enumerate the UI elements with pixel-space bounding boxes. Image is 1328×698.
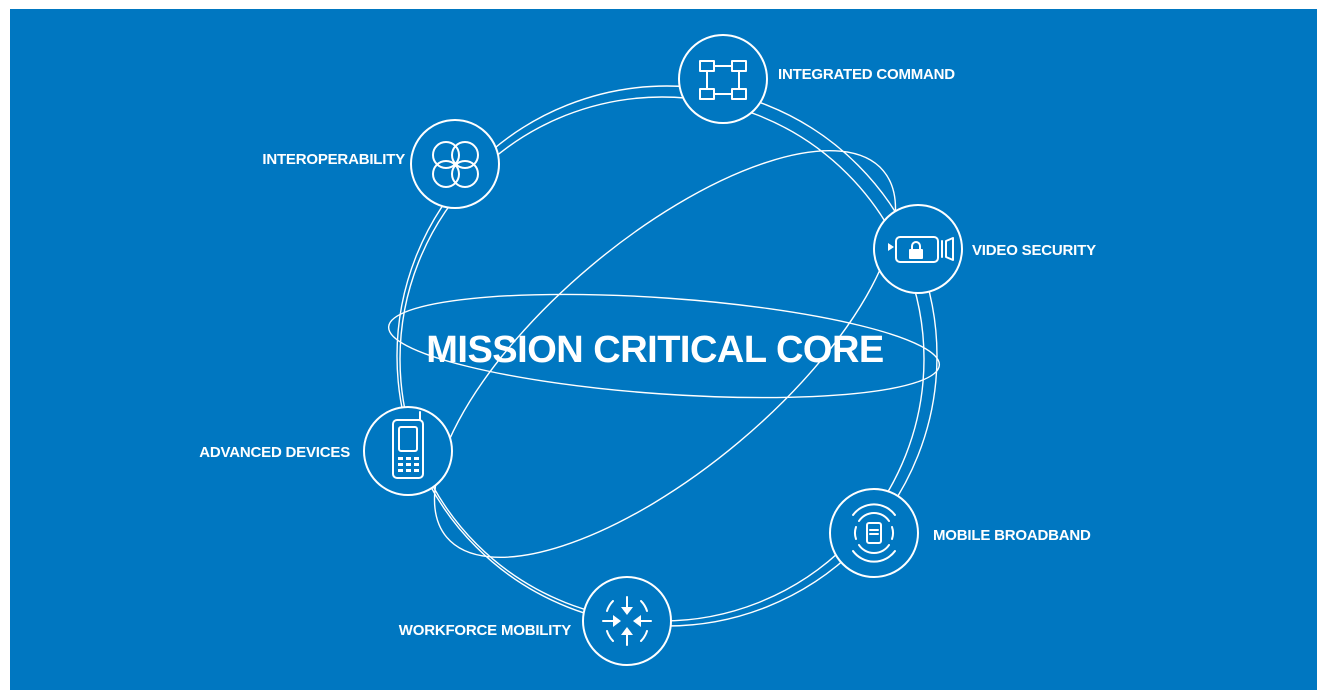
node-advanced-devices: ADVANCED DEVICES: [199, 406, 453, 496]
node-label-advanced-devices: ADVANCED DEVICES: [199, 444, 350, 461]
node-label-video-security: VIDEO SECURITY: [972, 242, 1096, 259]
node-circle: [582, 576, 672, 666]
diagram-panel: MISSION CRITICAL CORE INTEGRATED COMMAND: [10, 9, 1317, 690]
node-video-security: VIDEO SECURITY: [873, 204, 1096, 294]
node-label-interoperability: INTEROPERABILITY: [262, 151, 405, 168]
converging-arrows-icon: [602, 596, 652, 646]
center-label: MISSION CRITICAL CORE: [426, 329, 884, 371]
node-workforce-mobility: WORKFORCE MOBILITY: [399, 576, 672, 666]
node-interoperability: INTEROPERABILITY: [262, 119, 500, 209]
interlocking-rings-icon: [432, 141, 479, 188]
mobile-phone-icon: [392, 411, 424, 479]
equator-ring: [387, 293, 941, 399]
node-label-mobile-broadband: MOBILE BROADBAND: [933, 527, 1091, 544]
node-circle: [678, 34, 768, 124]
node-mobile-broadband: MOBILE BROADBAND: [829, 488, 1091, 578]
security-camera-icon: [888, 236, 954, 263]
node-label-integrated-command: INTEGRATED COMMAND: [778, 66, 955, 83]
tilted-ring: [433, 150, 897, 558]
mission-critical-diagram: MISSION CRITICAL CORE INTEGRATED COMMAND: [10, 9, 1317, 690]
flowchart-icon: [699, 60, 747, 100]
node-integrated-command: INTEGRATED COMMAND: [678, 34, 956, 124]
node-label-workforce-mobility: WORKFORCE MOBILITY: [399, 622, 571, 639]
broadband-signal-icon: [852, 503, 896, 563]
